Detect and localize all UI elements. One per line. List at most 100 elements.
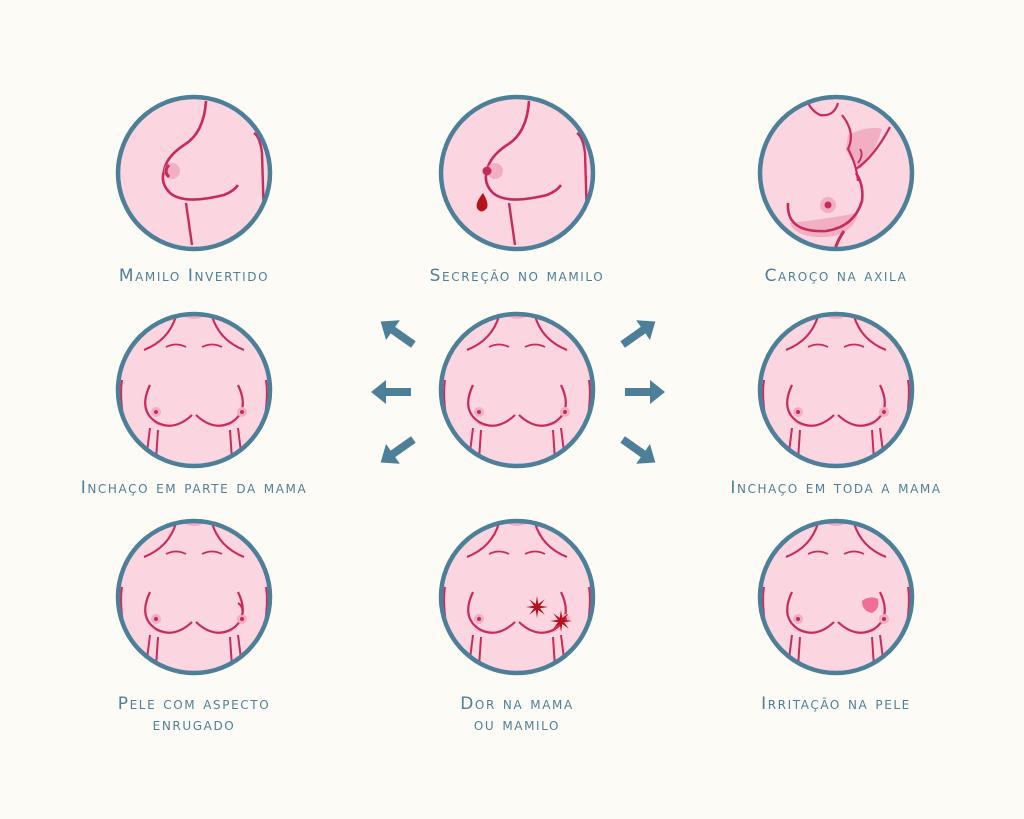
breast-left	[467, 384, 516, 427]
label-caroco-na-axila: Caroço na axila	[764, 266, 908, 286]
breast-outline	[484, 100, 563, 201]
breast-left	[786, 384, 835, 427]
nipple-left	[796, 410, 800, 414]
illustration-inchaco-em-parte-da-mama	[114, 310, 274, 470]
belly-line	[507, 202, 517, 246]
circle-border	[438, 518, 596, 676]
shoulder-right	[852, 315, 887, 352]
shoulder-right	[210, 522, 245, 559]
circle-background	[118, 97, 270, 249]
circle-background	[118, 521, 270, 673]
shoulder-right	[852, 522, 887, 559]
circle-background	[441, 314, 593, 466]
arrow-shape	[620, 320, 656, 348]
pain-burst-icon	[550, 610, 572, 632]
illustration-pele-com-aspecto-enrugado	[114, 517, 274, 677]
nipple	[482, 166, 492, 176]
arrow-shape	[371, 380, 411, 404]
discharge-drop-icon	[476, 193, 488, 212]
arrow-up-left-icon	[372, 318, 422, 348]
breast-right	[518, 591, 567, 634]
shoulder-right	[533, 315, 568, 352]
back-line	[576, 132, 589, 220]
breast-outline	[161, 100, 240, 201]
collarbone-right	[843, 550, 865, 555]
shoulder-left	[785, 522, 820, 559]
collarbone-right	[843, 343, 865, 348]
shoulder-left	[466, 522, 501, 559]
breast-shadow	[790, 213, 858, 238]
armpit-shade	[846, 127, 882, 169]
circle-border	[757, 94, 915, 252]
label-dor-na-mama-ou-mamilo: Dor na mama ou mamilo	[460, 694, 574, 735]
circle-background	[441, 521, 593, 673]
circle-border	[115, 94, 273, 252]
collarbone-left	[807, 550, 829, 555]
collarbone-left	[488, 550, 510, 555]
nipple-right	[240, 617, 244, 621]
nipple-left	[477, 617, 481, 621]
illustration-dor-na-mama-ou-mamilo	[437, 517, 597, 677]
label-inchaco-em-parte-da-mama: Inchaço em parte da mama	[80, 478, 308, 498]
circle-background	[441, 97, 593, 249]
illustration-caroco-na-axila	[756, 93, 916, 253]
nipple-left	[796, 617, 800, 621]
circle-border	[438, 311, 596, 469]
collarbone-right	[524, 343, 546, 348]
arrow-shape	[380, 436, 416, 464]
label-pele-com-aspecto-enrugado: Pele com aspecto enrugado	[117, 694, 271, 735]
collarbone-left	[165, 550, 187, 555]
arrow-left-icon	[366, 377, 416, 407]
arrow-shape	[620, 436, 656, 464]
breast-left	[467, 591, 516, 634]
arrow-down-left-icon	[372, 436, 422, 466]
belly-line	[184, 202, 194, 246]
circle-background	[760, 314, 912, 466]
label-secrecao-no-mamilo: Secreção no mamilo	[429, 266, 605, 286]
circle-border	[115, 518, 273, 676]
shoulder-right	[210, 315, 245, 352]
nipple-right	[882, 617, 886, 621]
nipple-right	[240, 410, 244, 414]
nipple-right	[563, 410, 567, 414]
breast-side	[786, 172, 864, 233]
label-inchaco-em-toda-a-mama: Inchaço em toda a mama	[730, 478, 942, 498]
back-line	[253, 132, 266, 220]
breast-left	[144, 384, 193, 427]
shoulder-left	[143, 315, 178, 352]
collarbone-left	[488, 343, 510, 348]
rash-patch	[862, 597, 879, 613]
arrow-down-right-icon	[614, 436, 664, 466]
arrow-right-icon	[620, 377, 670, 407]
areola	[487, 163, 503, 179]
label-irritacao-na-pele: Irritação na pele	[761, 694, 911, 714]
dimpled-skin	[237, 602, 244, 616]
nipple-left	[154, 617, 158, 621]
armpit-line	[841, 114, 860, 182]
breast-right	[195, 384, 244, 427]
collarbone-right	[201, 550, 223, 555]
illustration-irritacao-na-pele	[756, 517, 916, 677]
collarbone-left	[807, 343, 829, 348]
inverted-nipple	[164, 163, 171, 179]
circle-border	[757, 518, 915, 676]
nipple-right	[882, 410, 886, 414]
circle-background	[760, 521, 912, 673]
breast-right	[837, 384, 886, 427]
torso-line	[832, 230, 846, 249]
collarbone-left	[165, 343, 187, 348]
arrow-shape	[625, 380, 665, 404]
shoulder-left	[143, 522, 178, 559]
circle-background	[118, 314, 270, 466]
collarbone-right	[201, 343, 223, 348]
illustration-normal-center	[437, 310, 597, 470]
illustration-secrecao-no-mamilo	[437, 93, 597, 253]
arrow-up-right-icon	[614, 318, 664, 348]
breast-left	[786, 591, 835, 634]
circle-border	[438, 94, 596, 252]
nipple-left	[477, 410, 481, 414]
illustration-inchaco-em-toda-a-mama	[756, 310, 916, 470]
nipple-left	[154, 410, 158, 414]
pain-burst-icon	[526, 596, 548, 618]
label-mamilo-invertido: Mamilo Invertido	[118, 266, 270, 286]
